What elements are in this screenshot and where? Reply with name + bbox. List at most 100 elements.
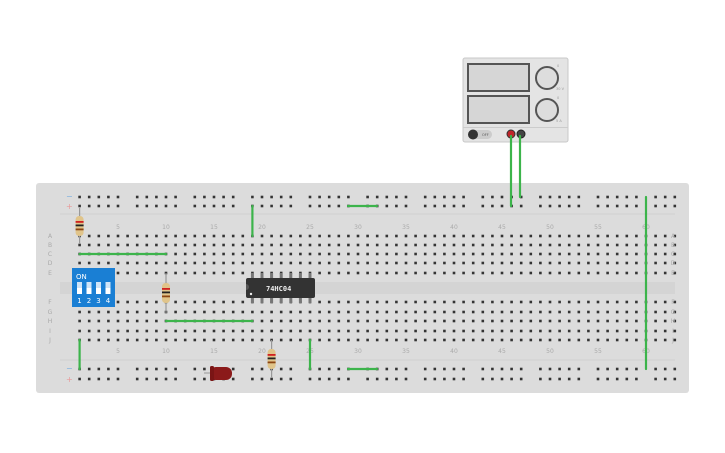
hole[interactable] [471,300,475,304]
hole[interactable] [596,300,600,304]
hole[interactable] [251,252,254,256]
hole[interactable] [212,234,216,238]
rail-hole[interactable] [519,195,523,199]
hole[interactable] [673,338,677,342]
hole[interactable] [337,252,341,256]
rail-hole[interactable] [193,367,197,371]
hole[interactable] [347,338,350,342]
hole[interactable] [414,261,417,265]
hole[interactable] [366,234,369,238]
hole[interactable] [414,338,417,342]
hole[interactable] [443,319,446,323]
hole[interactable] [471,329,475,333]
hole[interactable] [126,234,129,238]
rail-hole[interactable] [145,367,149,371]
hole[interactable] [500,300,504,304]
hole[interactable] [193,243,197,247]
hole[interactable] [327,243,331,247]
hole[interactable] [347,243,350,247]
rail-hole[interactable] [97,195,101,199]
hole[interactable] [356,329,360,333]
hole[interactable] [289,261,293,265]
rail-hole[interactable] [433,367,437,371]
hole[interactable] [596,338,600,342]
hole[interactable] [356,319,360,323]
hole[interactable] [174,234,177,238]
hole[interactable] [500,234,504,238]
rail-hole[interactable] [193,204,197,208]
rail-hole[interactable] [462,367,465,371]
hole[interactable] [462,234,465,238]
rail-hole[interactable] [663,204,667,208]
hole[interactable] [615,338,619,342]
rail-hole[interactable] [308,204,312,208]
hole[interactable] [663,261,667,265]
rail-hole[interactable] [635,377,638,381]
hole[interactable] [366,271,369,275]
hole[interactable] [673,252,677,256]
hole[interactable] [299,252,302,256]
hole[interactable] [356,261,360,265]
hole[interactable] [327,319,331,323]
hole[interactable] [155,329,158,333]
dip-toggle-knob[interactable] [86,288,92,294]
hole[interactable] [97,243,101,247]
hole[interactable] [519,338,523,342]
hole[interactable] [491,261,494,265]
hole[interactable] [500,271,504,275]
dip-toggle-knob[interactable] [96,288,101,294]
rail-hole[interactable] [87,195,91,199]
hole[interactable] [548,234,552,238]
hole[interactable] [203,329,206,333]
hole[interactable] [241,338,245,342]
hole[interactable] [375,243,379,247]
hole[interactable] [183,234,187,238]
hole[interactable] [663,329,667,333]
hole[interactable] [107,243,110,247]
hole[interactable] [462,319,465,323]
hole[interactable] [606,319,609,323]
hole[interactable] [510,338,513,342]
rail-hole[interactable] [673,204,677,208]
rail-hole[interactable] [615,367,619,371]
hole[interactable] [654,243,657,247]
hole[interactable] [635,261,638,265]
hole[interactable] [203,271,206,275]
rail-hole[interactable] [452,204,456,208]
hole[interactable] [251,261,254,265]
hole[interactable] [539,243,542,247]
hole[interactable] [491,310,494,314]
hole[interactable] [116,234,120,238]
hole[interactable] [510,243,513,247]
hole[interactable] [404,329,408,333]
hole[interactable] [567,319,571,323]
hole[interactable] [625,338,629,342]
hole[interactable] [356,234,360,238]
hole[interactable] [500,319,504,323]
hole[interactable] [663,243,667,247]
hole[interactable] [299,310,302,314]
hole[interactable] [116,329,120,333]
rail-hole[interactable] [251,377,254,381]
hole[interactable] [395,329,398,333]
hole[interactable] [116,300,120,304]
hole[interactable] [443,252,446,256]
hole[interactable] [404,243,408,247]
hole[interactable] [135,329,139,333]
hole[interactable] [404,271,408,275]
hole[interactable] [375,329,379,333]
rail-hole[interactable] [567,377,571,381]
rail-hole[interactable] [654,367,657,371]
hole[interactable] [606,300,609,304]
hole[interactable] [174,310,177,314]
hole[interactable] [193,338,197,342]
rail-hole[interactable] [500,195,504,199]
hole[interactable] [174,243,177,247]
hole[interactable] [318,329,321,333]
hole[interactable] [385,243,389,247]
hole[interactable] [577,271,581,275]
hole[interactable] [567,329,571,333]
hole[interactable] [212,243,216,247]
hole[interactable] [548,271,552,275]
hole[interactable] [471,243,475,247]
